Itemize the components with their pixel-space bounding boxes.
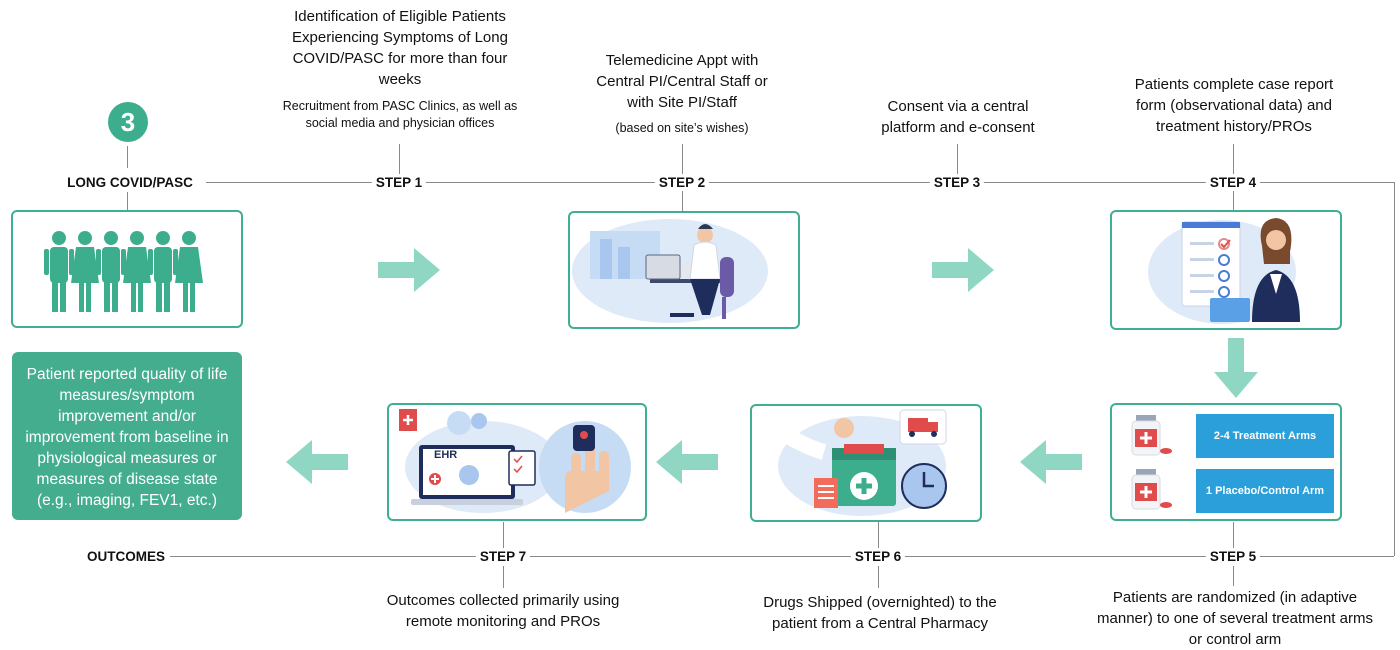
- person-icon: [175, 231, 203, 312]
- arrow-down-icon: [1214, 338, 1258, 398]
- step1-note: Recruitment from PASC Clinics, as well a…: [282, 99, 518, 130]
- tick-step4-bottom: [1233, 190, 1234, 210]
- tick-step7-bottom: [503, 566, 504, 588]
- tick-step2-bottom: [682, 190, 683, 212]
- outcomes-label: OUTCOMES: [82, 549, 170, 565]
- top-connector-line: [206, 182, 1394, 183]
- shipping-panel: [750, 404, 982, 522]
- step5-title: Patients are randomized (in adaptive man…: [1097, 589, 1373, 648]
- step6-title: Drugs Shipped (overnighted) to the patie…: [763, 594, 997, 632]
- step1-title: Identification of Eligible Patients Expe…: [292, 8, 508, 88]
- telemedicine-panel: [568, 211, 800, 329]
- step7-label: STEP 7: [475, 549, 531, 565]
- tick-step4-top: [1233, 144, 1234, 174]
- person-icon: [71, 231, 99, 312]
- tick-step5-bottom: [1233, 566, 1234, 586]
- ehr-label: EHR: [434, 449, 458, 461]
- arrow-right-icon: [932, 248, 994, 292]
- tick-step5-top: [1233, 522, 1234, 548]
- arrow-left-icon: [1020, 440, 1082, 484]
- arrow-left-icon: [286, 440, 348, 484]
- telemedicine-illustration: [572, 219, 768, 323]
- pharmacy-shipping-illustration: [767, 409, 947, 516]
- step6-label: STEP 6: [850, 549, 906, 565]
- person-icon: [44, 231, 74, 312]
- number-badge: 3: [108, 102, 148, 142]
- case-report-panel: [1110, 210, 1342, 330]
- tick-step7-top: [503, 522, 504, 548]
- outcomes-box: Patient reported quality of life measure…: [12, 352, 242, 520]
- step4-label: STEP 4: [1205, 175, 1261, 191]
- randomization-panel: 2-4 Treatment Arms 1 Placebo/Control Arm: [1110, 403, 1342, 521]
- step1-label: STEP 1: [371, 175, 427, 191]
- person-icon: [96, 231, 126, 312]
- tick-step6-top: [878, 522, 879, 548]
- condition-label: LONG COVID/PASC: [63, 175, 197, 191]
- placebo-arm-label: 1 Placebo/Control Arm: [1196, 469, 1334, 513]
- tick-badge-top: [127, 146, 128, 168]
- step2-note: (based on site’s wishes): [615, 121, 749, 135]
- arrow-right-icon: [378, 248, 440, 292]
- person-icon: [123, 231, 151, 312]
- step4-title: Patients complete case report form (obse…: [1134, 76, 1334, 135]
- remote-monitoring-illustration: [399, 409, 631, 513]
- step5-label: STEP 5: [1205, 549, 1261, 565]
- step2-label: STEP 2: [654, 175, 710, 191]
- tick-step1: [399, 144, 400, 174]
- patients-group-illustration: [44, 231, 203, 312]
- patients-panel: [11, 210, 243, 328]
- pill-bottle-icon: [1131, 415, 1172, 456]
- case-report-illustration: [1148, 218, 1300, 324]
- step7-title: Outcomes collected primarily using remot…: [386, 592, 620, 630]
- pill-bottle-icon: [1131, 469, 1172, 510]
- step3-title: Consent via a central platform and e-con…: [881, 98, 1035, 136]
- tick-condition-bottom: [127, 192, 128, 210]
- remote-monitoring-panel: EHR: [387, 403, 647, 521]
- tick-step2-top: [682, 144, 683, 174]
- treatment-arms-label: 2-4 Treatment Arms: [1196, 414, 1334, 458]
- tick-step6-bottom: [878, 566, 879, 588]
- person-icon: [148, 231, 178, 312]
- bottom-connector-line: [170, 556, 1394, 557]
- step3-label: STEP 3: [929, 175, 985, 191]
- step2-title: Telemedicine Appt with Central PI/Centra…: [596, 52, 768, 111]
- arrow-left-icon: [656, 440, 718, 484]
- right-connector-line: [1394, 182, 1395, 556]
- tick-step3: [957, 144, 958, 174]
